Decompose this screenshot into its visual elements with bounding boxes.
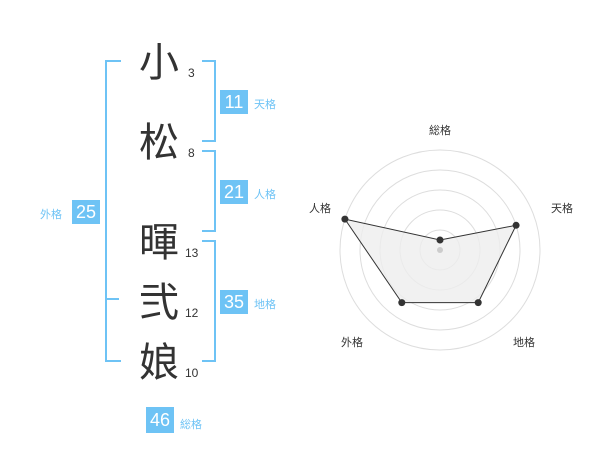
stroke-count-5: 10 <box>185 366 199 380</box>
char-1: 小 <box>139 40 179 86</box>
radar-point <box>512 221 520 229</box>
chikaku-bracket <box>202 240 216 362</box>
radar-point <box>436 236 444 244</box>
radar-center <box>437 247 443 253</box>
jinkaku-value: 21 <box>220 180 248 204</box>
jinkaku-bracket <box>202 150 216 232</box>
char-3: 暉 <box>139 220 179 266</box>
radar-series-area <box>343 218 517 304</box>
soukaku-value: 46 <box>146 407 174 433</box>
axis-label-gaikaku: 外格 <box>341 335 363 349</box>
axis-label-tenkaku: 天格 <box>551 201 573 215</box>
axis-label-soukaku: 総格 <box>429 123 451 137</box>
stroke-count-3: 13 <box>185 246 199 260</box>
tenkaku-label: 天格 <box>254 98 276 111</box>
chikaku-label: 地格 <box>254 298 276 311</box>
radar-point <box>474 299 482 307</box>
axis-label-chikaku: 地格 <box>513 335 535 349</box>
gaikaku-bracket <box>105 60 121 362</box>
chikaku-value: 35 <box>220 290 248 314</box>
tenkaku-value: 11 <box>220 90 248 114</box>
soukaku-label: 総格 <box>180 418 202 431</box>
char-4: 弐 <box>139 280 179 326</box>
radar-ring <box>339 149 541 351</box>
radar-ring <box>359 169 521 331</box>
stroke-count-2: 8 <box>188 146 195 160</box>
jinkaku-label: 人格 <box>254 188 276 201</box>
radar-point <box>341 215 349 223</box>
gaikaku-label: 外格 <box>40 208 62 221</box>
stroke-count-1: 3 <box>188 66 195 80</box>
gaikaku-divider <box>105 298 119 300</box>
char-5: 娘 <box>139 340 179 386</box>
tenkaku-bracket <box>202 60 216 142</box>
stroke-count-4: 12 <box>185 306 199 320</box>
radar-points <box>341 215 520 307</box>
gaikaku-value: 25 <box>72 200 100 224</box>
radar-point <box>398 299 406 307</box>
char-2: 松 <box>139 120 179 166</box>
axis-label-jinkaku: 人格 <box>309 201 331 215</box>
